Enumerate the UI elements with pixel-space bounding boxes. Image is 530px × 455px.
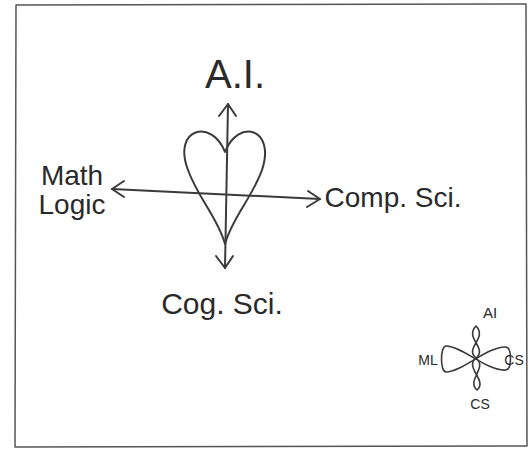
axis-label-left: Math Logic	[39, 161, 106, 220]
arrow-head	[112, 181, 124, 197]
arrow-head	[307, 191, 320, 207]
small-crossing-figure	[442, 346, 511, 372]
axis-label-top: A.I.	[205, 53, 265, 95]
mini-label: AI	[483, 305, 497, 321]
arrow-head	[216, 256, 233, 268]
mini-label: CS	[470, 397, 489, 412]
mini-label: ML	[418, 353, 437, 368]
paper-frame	[15, 4, 527, 447]
axis-label-right: Comp. Sci.	[325, 183, 462, 212]
mini-label: CS	[504, 353, 523, 368]
heart-shape	[184, 132, 265, 244]
horizontal-arrow-line	[112, 189, 320, 199]
vertical-arrow-line	[225, 104, 228, 268]
arrow-head	[219, 104, 236, 116]
axis-label-bottom: Cog. Sci.	[161, 288, 283, 320]
